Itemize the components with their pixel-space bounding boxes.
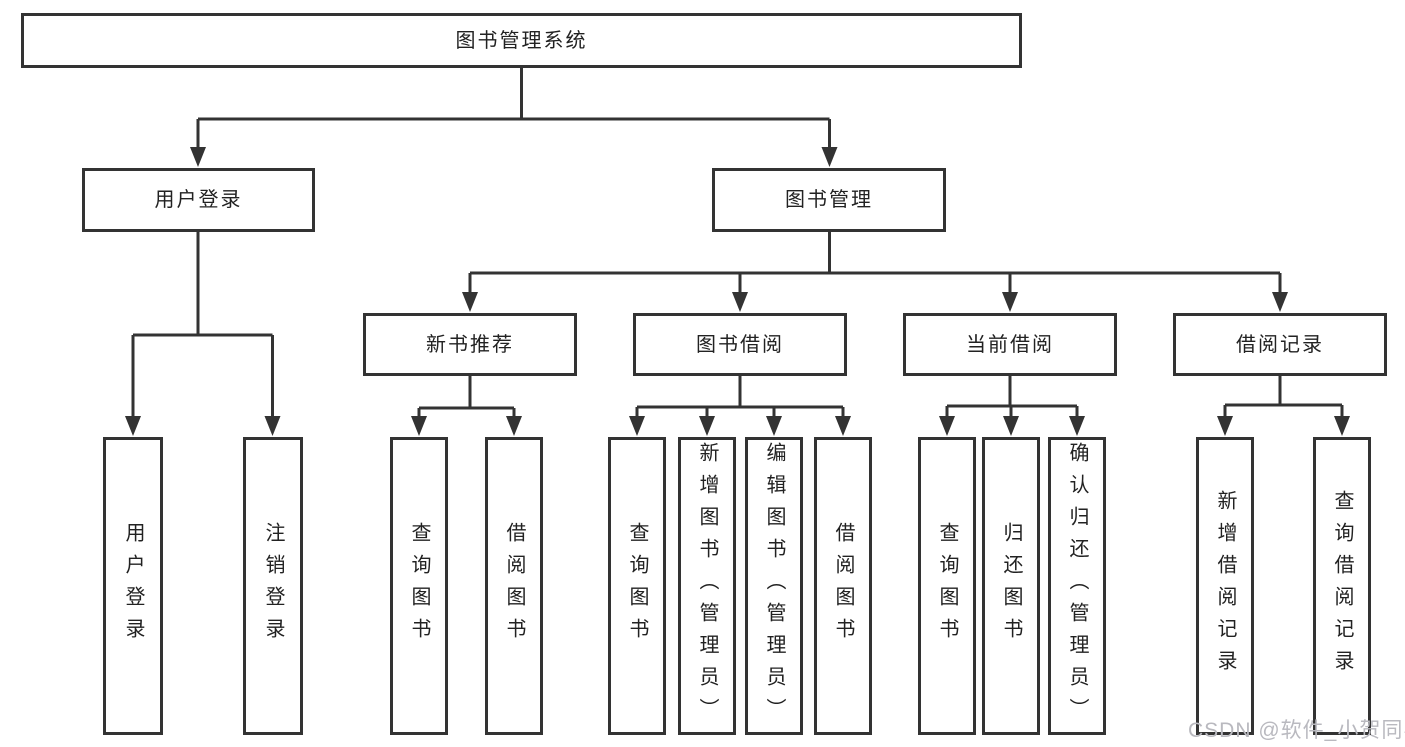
node-book-management: 图书管理 — [712, 168, 946, 232]
leaf-query-books-current: 查询图书 — [918, 437, 976, 735]
arrowheads-book-borrowing-group — [629, 416, 851, 436]
arrowheads-user-login-group — [125, 416, 281, 436]
leaf-query-borrow-record: 查询借阅记录 — [1313, 437, 1371, 735]
arrowheads-new-book-recommend-group — [411, 416, 522, 436]
arrowheads-book-management-group — [462, 292, 1288, 312]
node-label: 借阅记录 — [1236, 333, 1324, 356]
leaf-add-books-admin: 新增图书（管理员） — [678, 437, 736, 735]
node-label: 查询图书 — [626, 522, 648, 650]
leaf-borrow-books-borrowing: 借阅图书 — [814, 437, 872, 735]
node-library-management-system: 图书管理系统 — [21, 13, 1022, 68]
node-new-book-recommend: 新书推荐 — [363, 313, 577, 376]
node-label: 查询图书 — [936, 522, 958, 650]
node-label: 确认归还（管理员） — [1066, 442, 1088, 730]
node-user-login: 用户登录 — [82, 168, 315, 232]
leaf-add-borrow-record: 新增借阅记录 — [1196, 437, 1254, 735]
csdn-watermark: CSDN @软件_小贺同学 — [1188, 719, 1405, 742]
edge-current-borrowing-group — [945, 376, 1079, 419]
node-book-borrowing: 图书借阅 — [633, 313, 847, 376]
edge-book-management-group — [468, 232, 1282, 295]
node-label: 查询借阅记录 — [1331, 490, 1353, 682]
node-current-borrowing: 当前借阅 — [903, 313, 1117, 376]
node-label: 图书借阅 — [696, 333, 784, 356]
leaf-return-books: 归还图书 — [982, 437, 1040, 735]
node-label: 用户登录 — [122, 522, 144, 650]
node-label: 新增图书（管理员） — [696, 442, 718, 730]
node-label: 图书管理 — [785, 189, 873, 211]
node-label: 注销登录 — [262, 522, 284, 650]
arrowheads-borrowing-records-group — [1217, 416, 1350, 436]
arrowheads-level2 — [190, 147, 838, 167]
node-label: 归还图书 — [1000, 522, 1022, 650]
leaf-borrow-books-recommend: 借阅图书 — [485, 437, 543, 735]
edge-root-to-level2 — [196, 68, 831, 150]
node-label: 图书管理系统 — [455, 29, 588, 52]
node-label: 编辑图书（管理员） — [763, 442, 785, 730]
leaf-query-books-borrowing: 查询图书 — [608, 437, 666, 735]
edge-borrowing-records-group — [1223, 376, 1344, 419]
node-label: 当前借阅 — [966, 333, 1054, 356]
leaf-user-login: 用户登录 — [103, 437, 163, 735]
edge-new-book-recommend-group — [417, 376, 516, 419]
node-label: 借阅图书 — [832, 522, 854, 650]
arrowheads-current-borrowing-group — [939, 416, 1085, 436]
edge-user-login-group — [131, 232, 274, 419]
node-borrowing-records: 借阅记录 — [1173, 313, 1387, 376]
leaf-edit-books-admin: 编辑图书（管理员） — [745, 437, 803, 735]
leaf-logout-login: 注销登录 — [243, 437, 303, 735]
node-label: 新增借阅记录 — [1214, 490, 1236, 682]
node-label: 新书推荐 — [426, 333, 514, 356]
leaf-query-books-recommend: 查询图书 — [390, 437, 448, 735]
node-label: 查询图书 — [408, 522, 430, 650]
leaf-confirm-return-admin: 确认归还（管理员） — [1048, 437, 1106, 735]
node-label: 借阅图书 — [503, 522, 525, 650]
node-label: 用户登录 — [154, 189, 243, 211]
edge-book-borrowing-group — [635, 376, 845, 419]
